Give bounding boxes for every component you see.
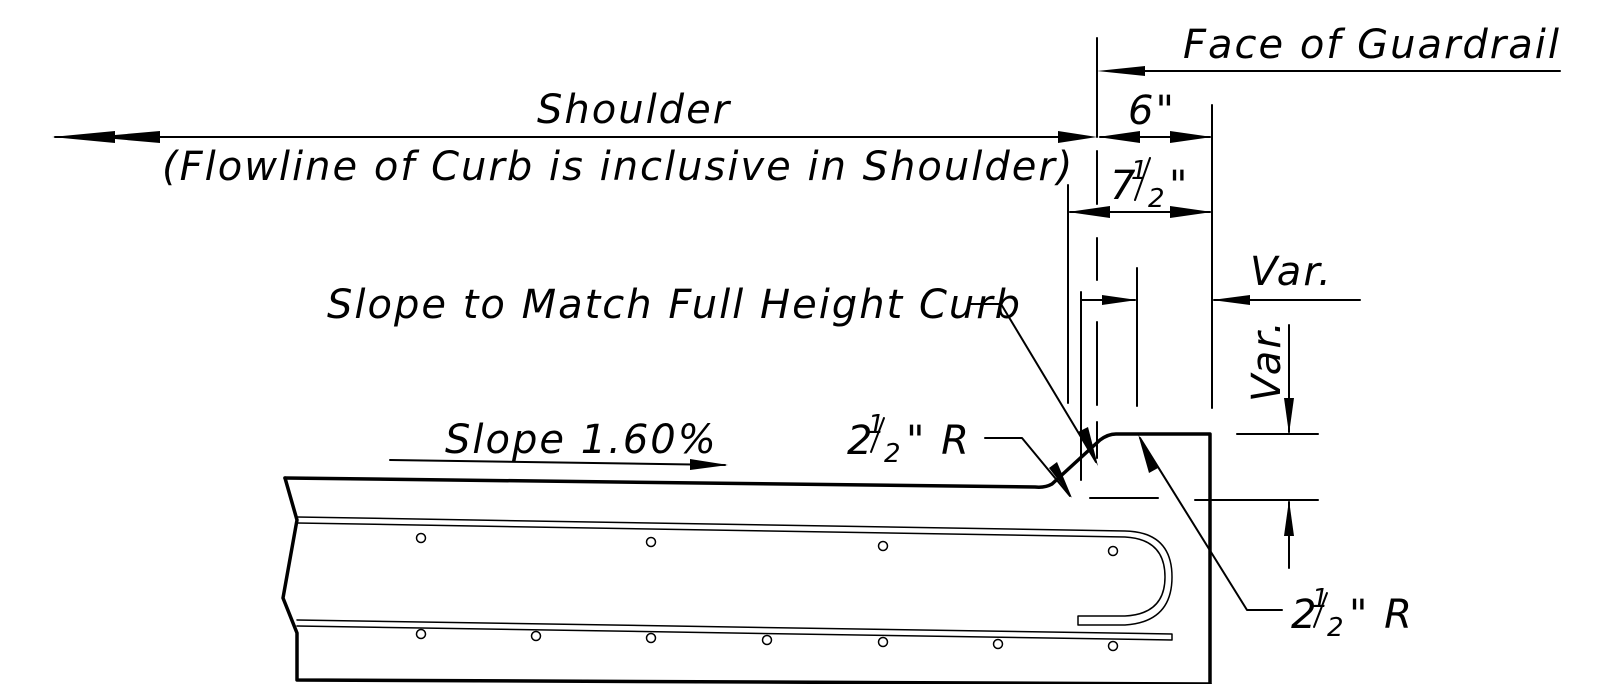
svg-text:1: 1 — [868, 410, 887, 440]
radius-bottom-label: 2 1 2 " R — [1291, 584, 1414, 643]
rebar-dot — [877, 540, 889, 552]
slope-percent-arrow — [389, 459, 728, 470]
rebar-dot — [761, 634, 773, 646]
radius-bottom-leader — [1138, 434, 1328, 628]
svg-text:1: 1 — [1312, 584, 1331, 614]
rebar-dot — [877, 636, 889, 648]
rebar-dot — [1107, 640, 1119, 652]
svg-text:2: 2 — [1148, 184, 1167, 214]
face-of-guardrail-leader — [1097, 66, 1561, 76]
rebar-dot — [415, 532, 427, 544]
rebar-dot — [645, 536, 657, 548]
dimension-6-label: 6" — [1128, 88, 1176, 134]
var-vertical-label: Var. — [1244, 319, 1290, 402]
rebar-dot — [530, 630, 542, 642]
dimension-7-half-label: 7 1 2 " — [1110, 156, 1189, 214]
slab-outline — [281, 432, 1212, 684]
svg-text:2: 2 — [884, 439, 903, 469]
svg-text:" R: " R — [1349, 592, 1414, 638]
dimension-6-inch — [1098, 131, 1212, 143]
svg-text:" R: " R — [906, 418, 971, 464]
rebar — [296, 516, 1173, 652]
radius-top-leader — [870, 417, 1072, 498]
rebar-dot — [1107, 545, 1119, 557]
inner-offset-dimension — [1080, 295, 1137, 305]
rebar-dot — [992, 638, 1004, 650]
var-horizontal-label: Var. — [1250, 249, 1333, 295]
svg-text:1: 1 — [1131, 156, 1150, 186]
shoulder-label: Shoulder — [537, 87, 732, 133]
var-vertical-dimension — [1284, 324, 1294, 569]
shoulder-dimension — [52, 131, 1097, 143]
svg-text:2: 2 — [1327, 613, 1346, 643]
dimension-7-half-inch — [1068, 157, 1212, 218]
svg-text:2: 2 — [847, 418, 874, 464]
svg-text:": " — [1169, 163, 1189, 209]
slope-to-match-label: Slope to Match Full Height Curb — [327, 282, 1022, 328]
var-horizontal-dimension — [1212, 295, 1361, 305]
slope-to-match-leader — [969, 303, 1098, 466]
flowline-note: (Flowline of Curb is inclusive in Should… — [162, 144, 1074, 190]
face-of-guardrail-label: Face of Guardrail — [1183, 22, 1561, 68]
rebar-dot — [645, 632, 657, 644]
rebar-dot — [415, 628, 427, 640]
slope-percent-label: Slope 1.60% — [445, 417, 718, 463]
extension-lines — [1067, 37, 1319, 501]
svg-text:7: 7 — [1110, 163, 1137, 209]
svg-text:2: 2 — [1291, 592, 1318, 638]
radius-top-label: 2 1 2 " R — [847, 410, 971, 469]
